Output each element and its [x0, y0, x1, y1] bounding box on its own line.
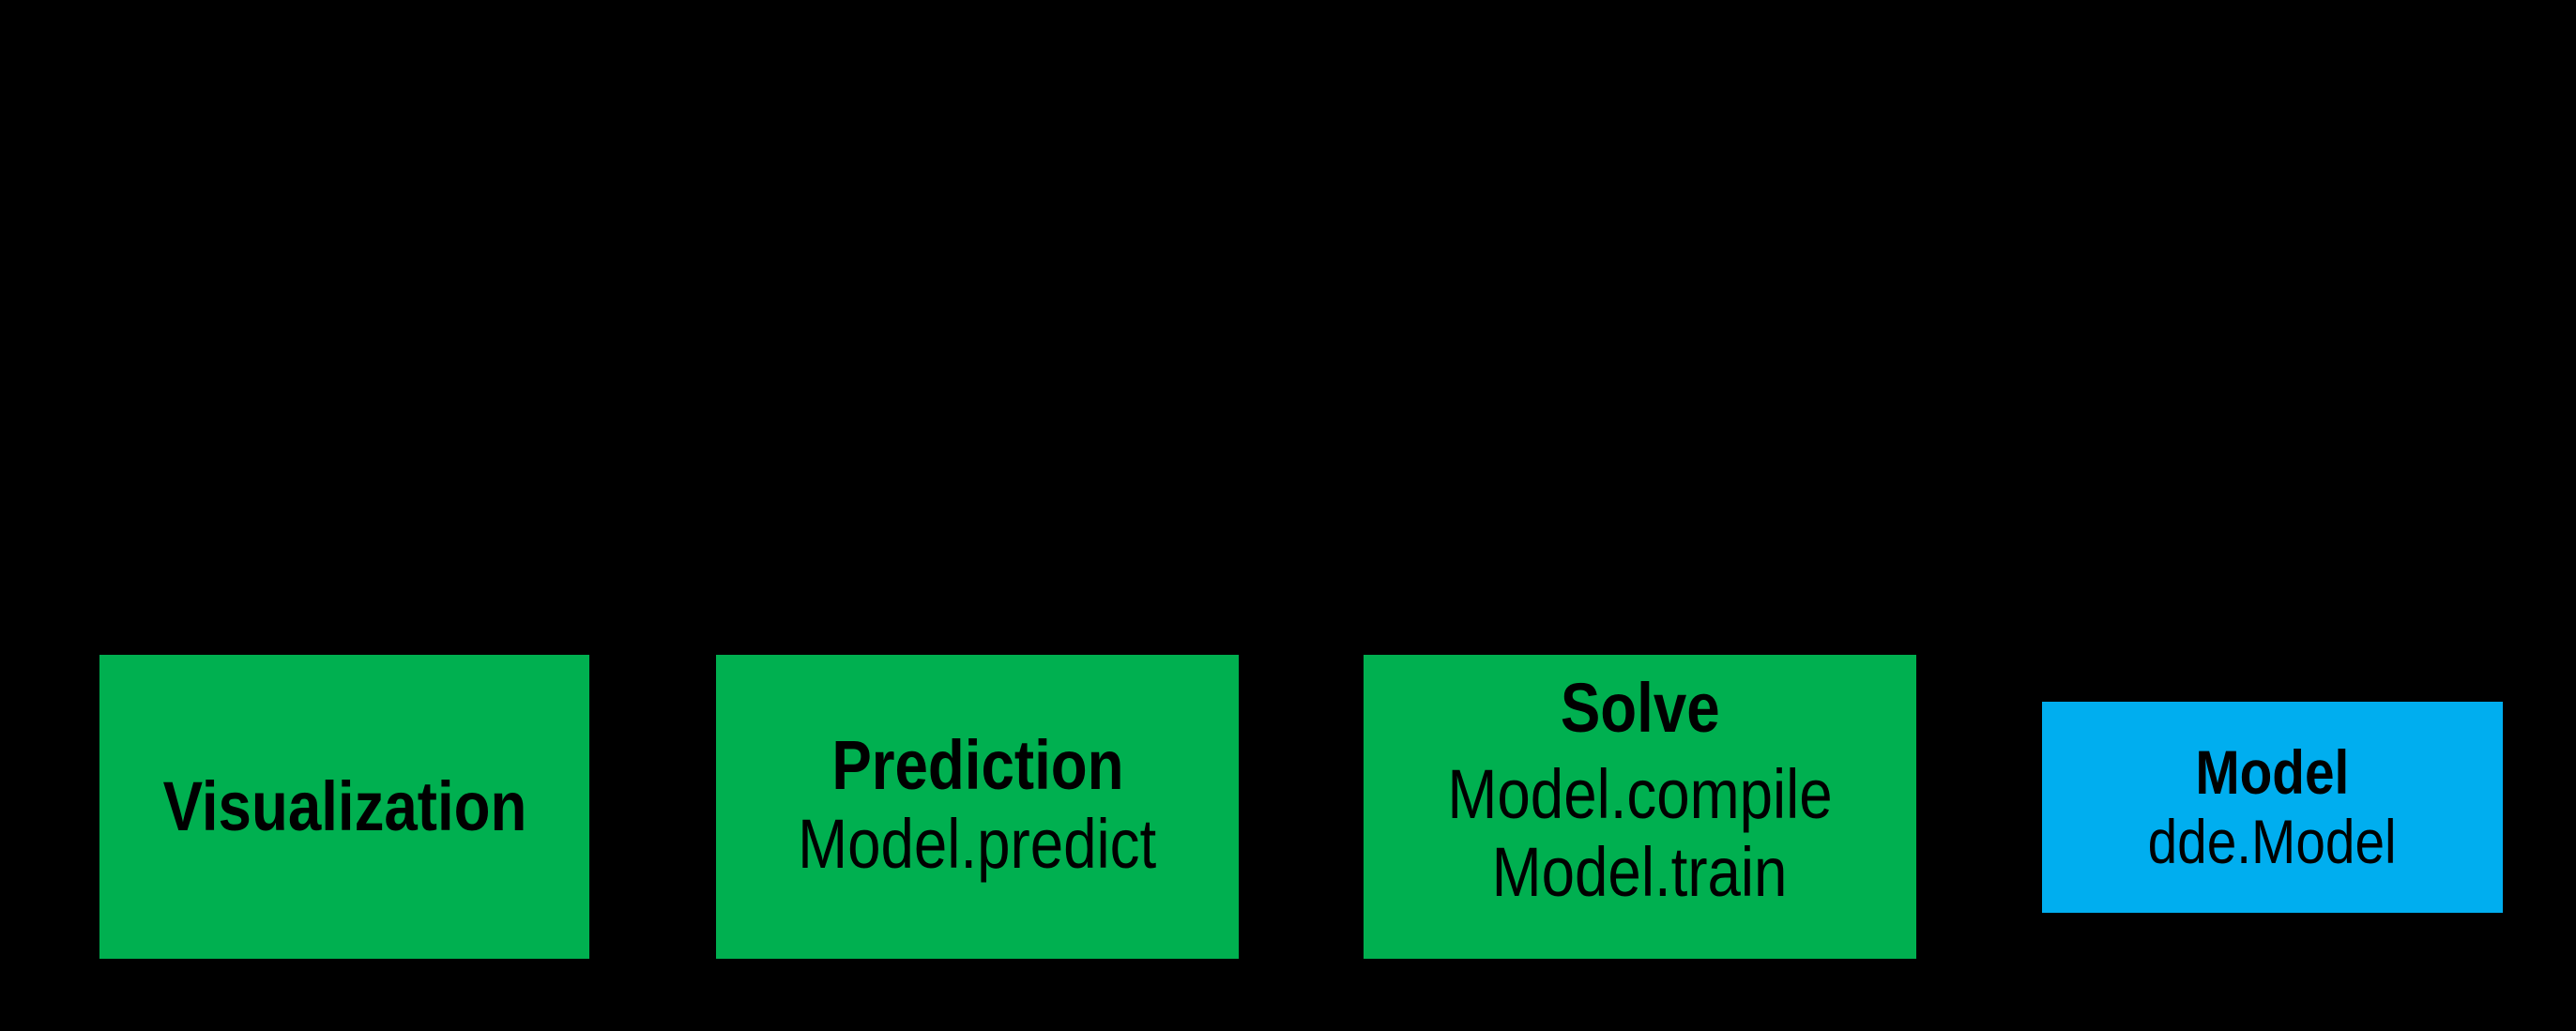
node-api-solve-0: Model.compile	[1447, 755, 1833, 834]
node-title-solve: Solve	[1560, 669, 1720, 747]
node-api-model-0: dde.Model	[2147, 806, 2398, 876]
diagram-node-solve[interactable]: Solve Model.compile Model.train	[1364, 655, 1916, 959]
diagram-node-visualization[interactable]: Visualization	[99, 655, 589, 959]
node-api-prediction-0: Model.predict	[798, 805, 1157, 883]
diagram-node-model[interactable]: Model dde.Model	[2042, 702, 2503, 913]
node-title-prediction: Prediction	[831, 725, 1124, 804]
diagram-node-prediction[interactable]: Prediction Model.predict	[716, 655, 1239, 959]
node-api-solve-1: Model.train	[1492, 832, 1788, 911]
node-title-model: Model	[2195, 736, 2350, 807]
node-title-visualization: Visualization	[162, 766, 526, 845]
